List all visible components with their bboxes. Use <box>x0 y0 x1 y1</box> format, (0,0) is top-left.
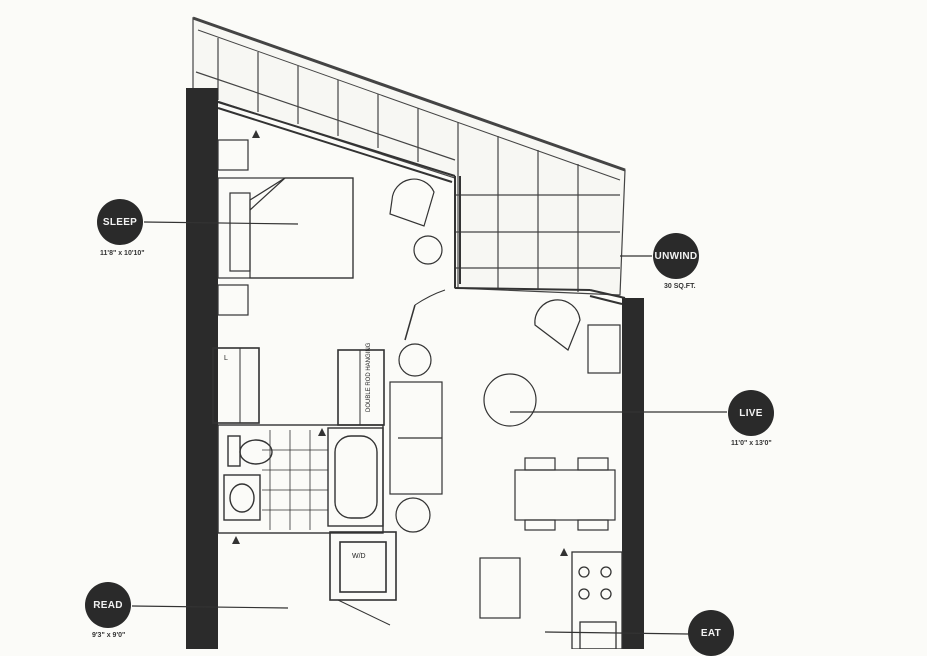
room-badge-live: LIVE <box>728 390 774 436</box>
living-furniture <box>389 299 621 619</box>
room-dimension-read: 9'3" x 9'0" <box>92 632 126 639</box>
room-badge-eat: EAT <box>688 610 734 656</box>
markers <box>232 130 568 556</box>
room-dimension-live: 11'0" x 13'0" <box>731 440 772 447</box>
room-label-eat: EAT <box>700 627 722 639</box>
washer-dryer-tag: W/D <box>352 553 366 560</box>
laundry <box>329 531 397 626</box>
leader-lines <box>131 221 727 635</box>
room-label-read: READ <box>93 599 123 611</box>
double-rod-hanging-tag: DOUBLE ROD HANGING <box>366 342 372 412</box>
closets <box>212 347 385 426</box>
room-dimension-unwind: 30 SQ.FT. <box>664 283 696 290</box>
room-label-unwind: UNWIND <box>654 250 698 262</box>
bedroom-door <box>404 289 446 341</box>
room-dimension-sleep: 11'8" x 10'10" <box>100 250 145 257</box>
room-label-sleep: SLEEP <box>102 216 138 228</box>
window-wall <box>217 101 626 305</box>
room-badge-unwind: UNWIND <box>653 233 699 279</box>
bathroom <box>217 424 384 534</box>
room-label-live: LIVE <box>739 407 763 419</box>
kitchen <box>571 551 623 649</box>
room-badge-sleep: SLEEP <box>97 199 143 245</box>
balcony <box>192 16 626 296</box>
room-badge-read: READ <box>85 582 131 628</box>
bedroom <box>217 139 443 316</box>
linen-closet-tag: L <box>224 355 228 362</box>
